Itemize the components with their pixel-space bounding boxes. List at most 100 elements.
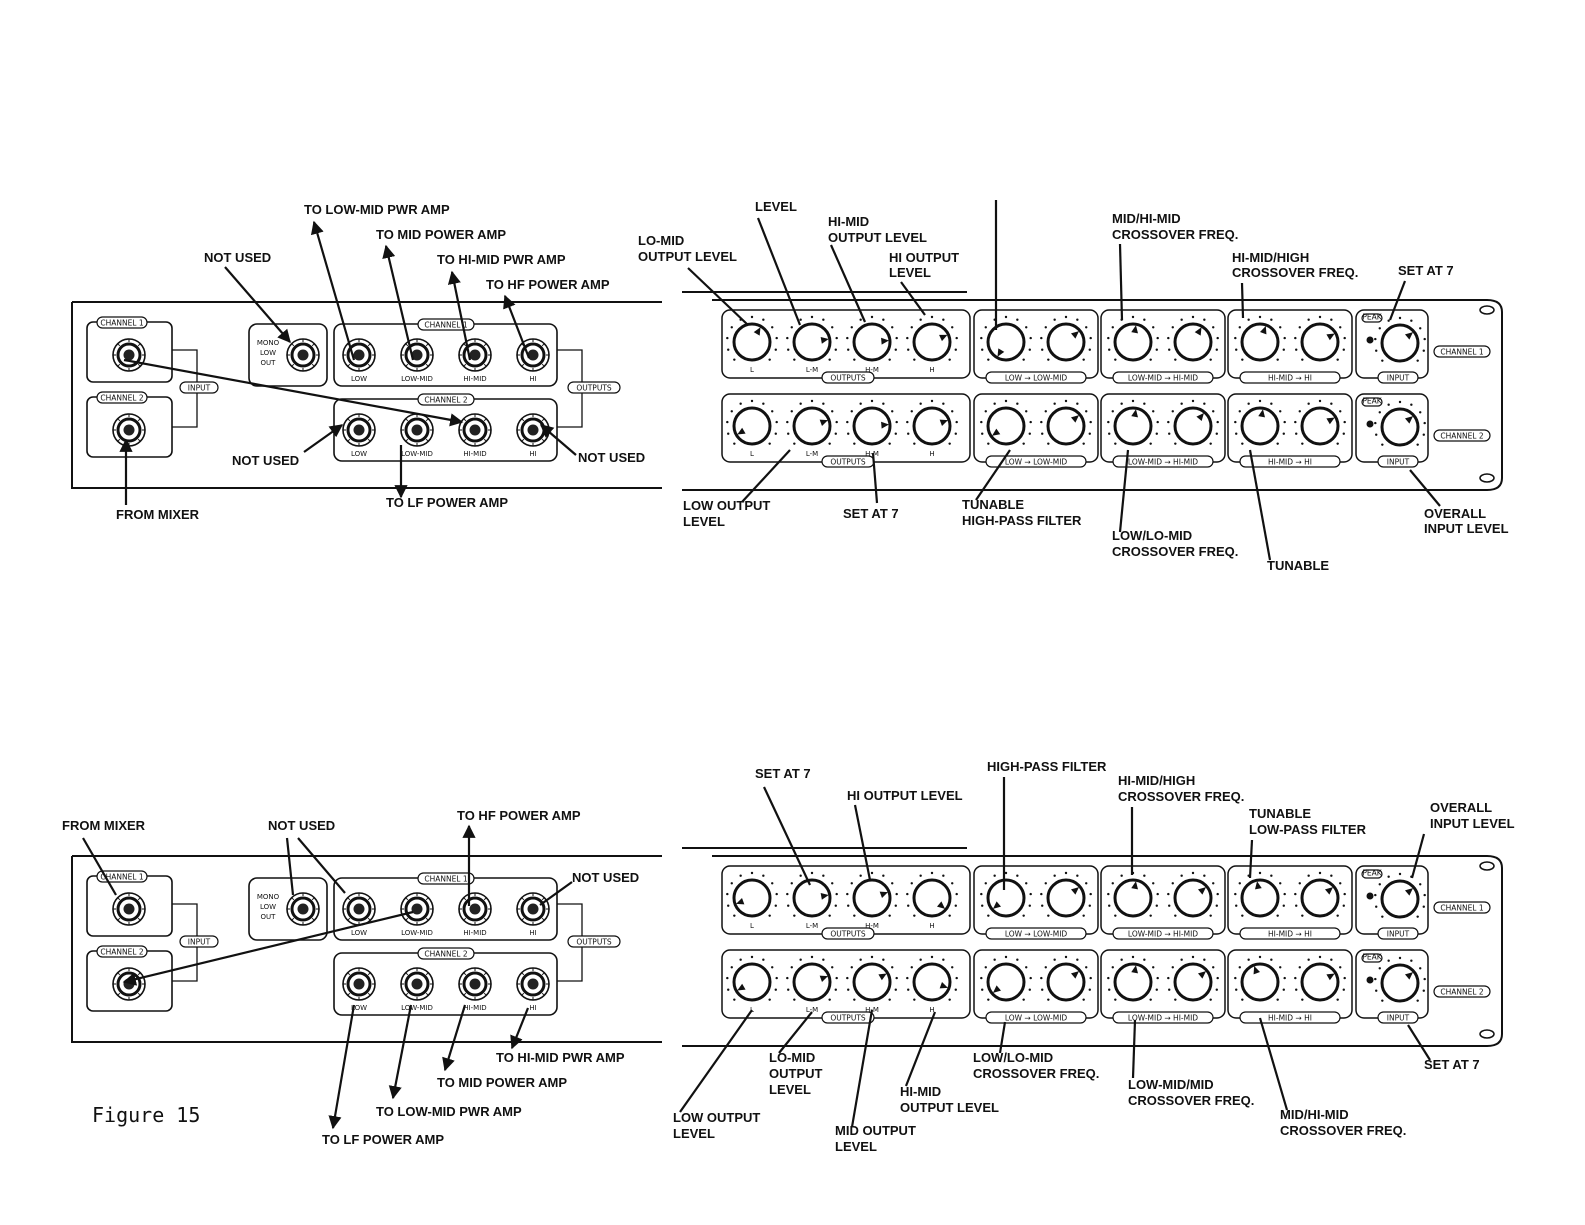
frequency-knob-dot: [980, 976, 983, 980]
channel-1-output-tag: [417, 872, 475, 885]
channel-1-output-tag-text: CHANNEL 1: [424, 875, 468, 884]
q-knob-dot: [1064, 871, 1068, 875]
output-knob-l-m-dot: [790, 882, 793, 885]
q-knob-dot: [1301, 442, 1304, 445]
q-knob-dot: [1088, 348, 1091, 351]
output-jack-low-tick: [367, 992, 371, 996]
frequency-knob-dot: [1016, 874, 1019, 877]
q-knob-dot: [1212, 882, 1215, 885]
q-knob-pointer: [1196, 412, 1204, 422]
label-to-lf-power-amp: TO LF POWER AMP: [322, 1132, 444, 1147]
frequency-knob-dot: [1258, 399, 1262, 403]
band-tag-text: HI-MID → HI: [1268, 458, 1312, 467]
output-knob-l-m-dot: [793, 358, 796, 361]
peak-tag: [1361, 953, 1383, 963]
outputs-tag: [821, 1011, 875, 1024]
callout-line: [778, 1011, 813, 1054]
output-knob-l-dot: [775, 420, 778, 424]
label-lo-mid-output-level: LO-MID: [769, 1050, 815, 1065]
output-jack-low-mid-tick: [425, 917, 429, 921]
input-level-knob-dot: [1416, 443, 1419, 446]
q-knob-dot: [1307, 402, 1310, 405]
q-knob-dot: [1330, 402, 1333, 405]
q-knob-dot: [1041, 348, 1044, 351]
output-jack-hi-tick: [521, 992, 525, 996]
frequency-knob-dot: [1156, 420, 1159, 424]
bottom-left-callouts: FROM MIXER NOT USED TO HF POWER AMP NOT …: [62, 808, 639, 1147]
frequency-knob: [1113, 322, 1153, 362]
outputs-tag-text: OUTPUTS: [830, 374, 866, 383]
output-knob-l-m-dot: [799, 318, 802, 321]
label-mid-output-level: LEVEL: [835, 1139, 877, 1154]
output-knob-l-m-dot: [810, 871, 814, 875]
output-knob-h-dot: [955, 892, 958, 896]
frequency-knob-dot: [1156, 976, 1159, 980]
output-jack-hi-hole: [527, 903, 539, 915]
output-knob-l-m-dot: [835, 336, 838, 340]
input-level-knob-dot: [1398, 400, 1402, 404]
frequency-knob-dot: [1234, 892, 1237, 896]
jack-label: LOW: [351, 450, 367, 458]
output-knob-l-dot: [739, 874, 742, 877]
q-knob-dot: [1343, 976, 1346, 980]
q-knob-dot: [1041, 904, 1044, 907]
input-level-knob-dot: [1422, 433, 1425, 436]
output-knob-l-m-dot: [786, 420, 789, 424]
q-knob-dot: [1330, 318, 1333, 321]
q-knob-dot: [1294, 336, 1297, 340]
q-knob-dot: [1168, 348, 1171, 351]
frequency-knob-dot: [1025, 966, 1028, 969]
peak-tag-text: PEAK: [1362, 869, 1382, 878]
output-knob-h-dot: [955, 420, 958, 424]
input-level-knob-dot: [1387, 875, 1390, 878]
frequency-knob-dot: [1143, 402, 1146, 405]
frequency-knob-dot: [1029, 976, 1032, 980]
frequency-knob-dot: [1114, 998, 1117, 1001]
output-knob-h-dot: [910, 966, 913, 969]
callout-line: [1409, 469, 1441, 507]
frequency-knob-dot: [993, 874, 996, 877]
band-tag: [1112, 1011, 1214, 1024]
output-knob-l-m-pointer: [820, 892, 829, 900]
q-knob-dot: [1215, 904, 1218, 907]
output-knob-h-m-dot: [891, 326, 894, 329]
callout-line: [900, 281, 926, 316]
band-tag-text: LOW → LOW-MID: [1005, 458, 1068, 467]
frequency-knob-dot: [1025, 410, 1028, 413]
patch-cable: [122, 910, 414, 986]
output-jack-low-mid-hole: [411, 424, 423, 436]
input-tag: [179, 935, 219, 948]
input-level-knob-dot: [1381, 443, 1384, 446]
output-jack-hi-mid-tick: [463, 418, 467, 422]
q-knob-dot: [1203, 874, 1206, 877]
mono-low-out-text: MONO: [257, 893, 280, 901]
q-knob-dot: [1216, 336, 1219, 340]
output-jack-hi-mid-tick: [463, 363, 467, 367]
frequency-knob: [1113, 878, 1153, 918]
frequency-knob-dot: [984, 882, 987, 885]
output-knob-l-dot: [750, 399, 754, 403]
q-knob-dot: [1339, 410, 1342, 413]
output-jack-low-tick: [347, 438, 351, 442]
q-knob-dot: [1209, 998, 1212, 1001]
channel-1-input-jack-tick: [137, 897, 141, 901]
band-tag-text: HI-MID → HI: [1268, 930, 1312, 939]
q-knob-dot: [1041, 988, 1044, 991]
q-knob: [1173, 878, 1213, 918]
output-jack-low-tick: [347, 418, 351, 422]
peak-led: [1366, 976, 1374, 984]
q-knob-pointer: [1070, 971, 1080, 979]
channel-1-input-jack-tick: [117, 897, 121, 901]
q-knob: [1300, 322, 1340, 362]
output-jack-hi-tick: [541, 363, 545, 367]
frequency-knob-dot: [1152, 410, 1155, 413]
frequency-knob-dot: [1234, 976, 1237, 980]
output-jack-hi-tick: [521, 438, 525, 442]
q-knob-dot: [1041, 432, 1044, 435]
q-knob-dot: [1171, 966, 1174, 969]
label-low-lo-mid-crossover: LOW/LO-MID: [1112, 528, 1192, 543]
output-jack-low-tick: [347, 992, 351, 996]
channel-1-input-jack-tick: [117, 363, 121, 367]
q-knob-dot: [1301, 358, 1304, 361]
